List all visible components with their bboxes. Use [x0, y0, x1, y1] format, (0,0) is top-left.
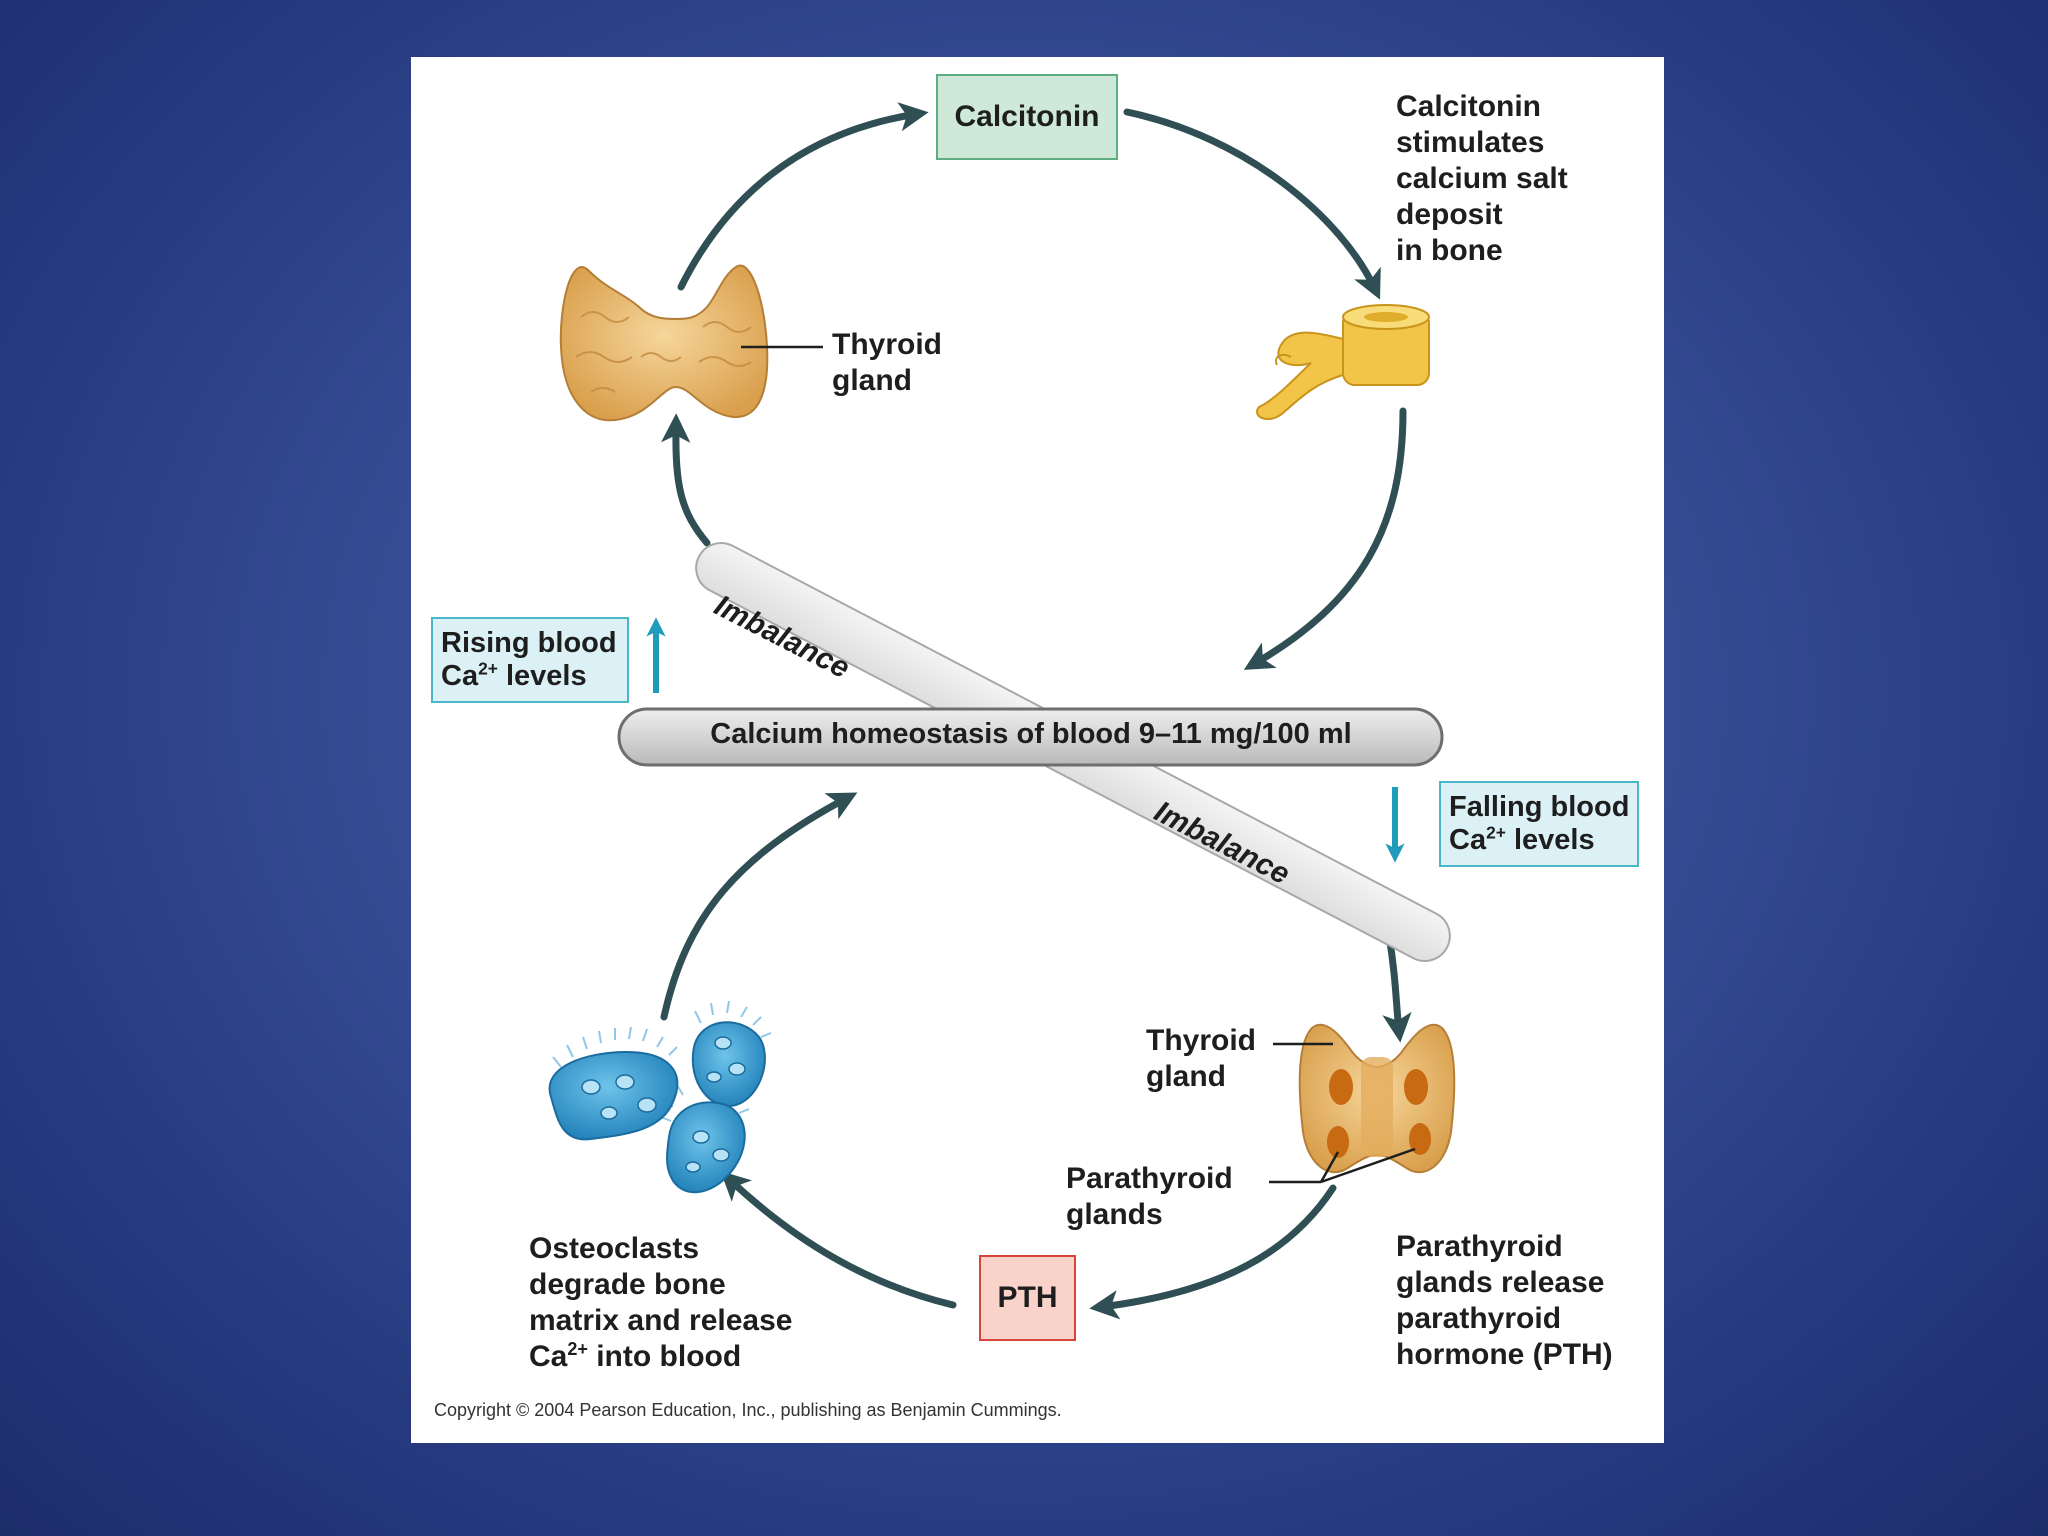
- calcitonin-box: Calcitonin: [936, 74, 1118, 160]
- falling-rest: levels: [1505, 824, 1595, 856]
- rising-blood-box: Rising blood Ca2+ levels: [431, 617, 629, 703]
- osteoclasts-label: Osteoclasts degrade bone matrix and rele…: [529, 1231, 792, 1375]
- arrow-to-calcitonin: [677, 102, 929, 291]
- diagram-artwork: [548, 102, 1456, 1320]
- pth-box: PTH: [979, 1255, 1076, 1341]
- bone-vertebra-icon: [1256, 304, 1430, 421]
- calcitonin-label: Calcitonin: [954, 100, 1100, 133]
- rising-ca: Ca: [441, 660, 479, 692]
- arrow-calcitonin-to-bone: [1123, 108, 1381, 300]
- thyroid-bottom-label: Thyroid gland: [1146, 1024, 1256, 1093]
- rising-line-2: Ca2+ levels: [441, 660, 621, 693]
- osteoclast-cells-icon: [548, 1000, 772, 1194]
- calcium-homeostasis-figure: Calcitonin PTH Rising blood Ca2+ levels …: [411, 57, 1664, 1443]
- pth-label: PTH: [997, 1281, 1058, 1314]
- homeostasis-bar: [617, 707, 1444, 767]
- arrow-parathyroid-to-pth: [1089, 1184, 1337, 1320]
- falling-line-1: Falling blood: [1449, 791, 1630, 823]
- arrow-osteoclasts-to-center: [660, 792, 858, 1021]
- osteoclasts-sup: 2+: [567, 1339, 588, 1360]
- osteoclasts-ca: Ca: [529, 1340, 568, 1373]
- feedback-arrows: [660, 102, 1412, 1320]
- arrow-imbalance-to-thyroid: [661, 413, 711, 547]
- copyright-notice: Copyright © 2004 Pearson Education, Inc.…: [434, 1400, 1062, 1420]
- level-arrows: [646, 617, 1405, 863]
- thyroid-parathyroid-icon: [1269, 1023, 1456, 1184]
- thyroid-top-label: Thyroid gland: [832, 328, 942, 397]
- parathyroid-release-label: Parathyroid glands release parathyroid h…: [1396, 1230, 1613, 1371]
- rising-line-1: Rising blood: [441, 627, 617, 659]
- osteoclasts-main: Osteoclasts degrade bone matrix and rele…: [529, 1232, 793, 1337]
- osteoclasts-rest: into blood: [587, 1340, 742, 1373]
- arrow-bone-to-center: [1243, 407, 1407, 670]
- arrow-imbalance-to-parathyroid: [1382, 932, 1412, 1043]
- rising-sup: 2+: [478, 658, 498, 679]
- calcitonin-effect-label: Calcitonin stimulates calcium salt depos…: [1396, 90, 1568, 267]
- falling-line-2: Ca2+ levels: [1449, 824, 1631, 857]
- falling-ca: Ca: [1449, 824, 1487, 856]
- parathyroid-glands-label: Parathyroid glands: [1066, 1162, 1233, 1231]
- thyroid-gland-icon: [559, 264, 823, 422]
- falling-blood-box: Falling blood Ca2+ levels: [1439, 781, 1639, 867]
- homeostasis-label: Calcium homeostasis of blood 9–11 mg/100…: [710, 717, 1352, 750]
- rising-rest: levels: [497, 660, 587, 692]
- falling-sup: 2+: [1486, 822, 1506, 843]
- arrow-pth-to-osteoclasts: [720, 1170, 957, 1309]
